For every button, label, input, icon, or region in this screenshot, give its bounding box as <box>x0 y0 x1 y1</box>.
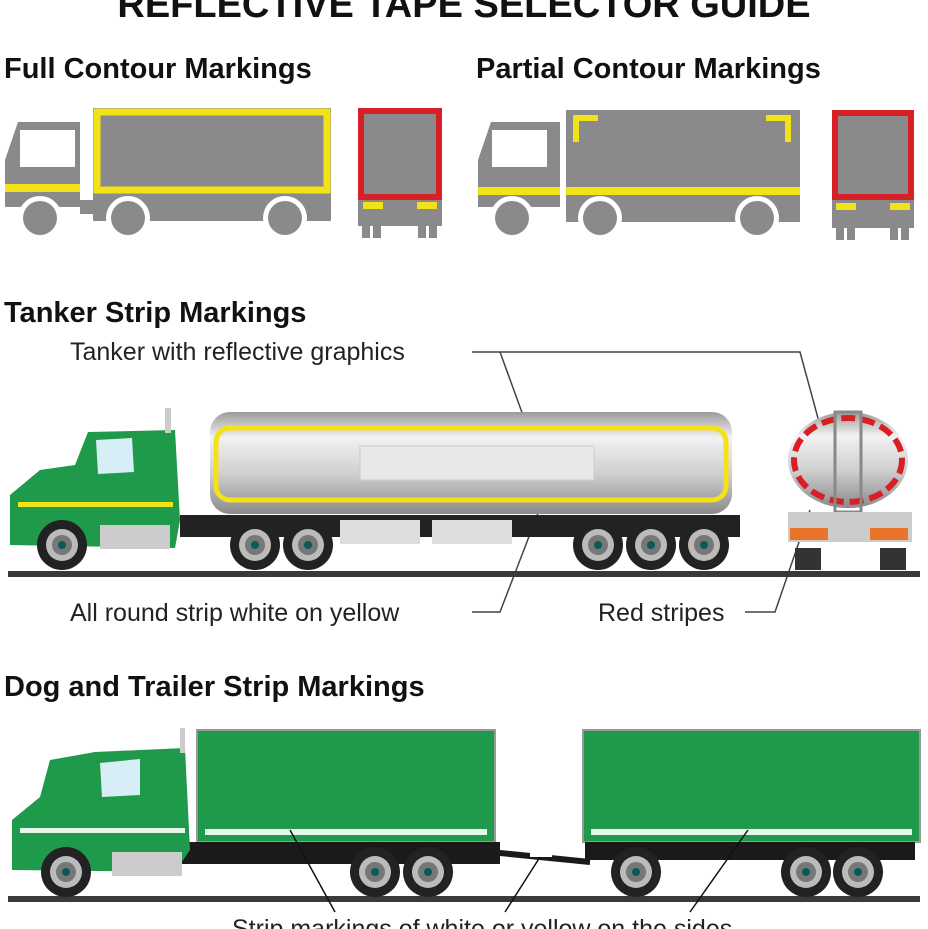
heading-full-contour: Full Contour Markings <box>4 53 312 85</box>
callout-all-round-strip: All round strip white on yellow <box>70 599 400 627</box>
callout-red-stripes: Red stripes <box>598 599 724 627</box>
partial-contour-rear-view <box>832 110 914 240</box>
page-title: REFLECTIVE TAPE SELECTOR GUIDE <box>117 0 810 26</box>
full-contour-rear-view <box>358 108 442 238</box>
heading-tanker: Tanker Strip Markings <box>4 297 306 329</box>
callout-leader-lines-sides <box>289 829 749 913</box>
tanker-rear-view <box>788 410 912 570</box>
partial-contour-truck <box>478 110 800 240</box>
tanker-truck <box>8 408 920 577</box>
callout-tanker-graphics: Tanker with reflective graphics <box>70 338 405 366</box>
heading-dog-trailer: Dog and Trailer Strip Markings <box>4 671 425 703</box>
dog-and-trailer-truck <box>8 728 921 913</box>
callout-side-strips: Strip markings of white or yellow on the… <box>232 915 732 929</box>
heading-partial-contour: Partial Contour Markings <box>476 53 821 85</box>
full-contour-truck <box>5 108 331 240</box>
